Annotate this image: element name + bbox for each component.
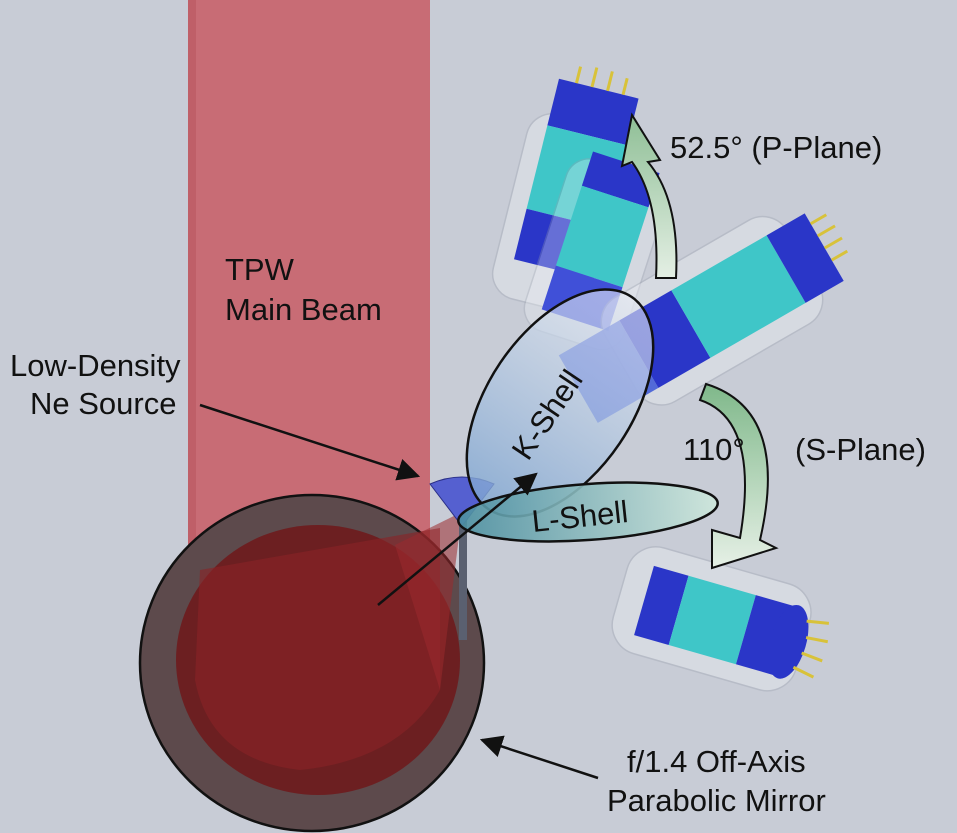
x-ray-detector-icon bbox=[611, 546, 830, 692]
s-plane-rotation-arrow bbox=[698, 382, 779, 570]
s-plane-angle-label: 110° bbox=[683, 432, 745, 467]
beam-label-line1: TPW bbox=[225, 252, 295, 287]
beam-edge-shade bbox=[188, 0, 196, 620]
source-label-line1: Low-Density bbox=[10, 348, 181, 383]
p-plane-rotation-arrow bbox=[620, 112, 678, 279]
mirror-label-line1: f/1.4 Off-Axis bbox=[627, 744, 806, 779]
source-label-line2: Ne Source bbox=[30, 386, 176, 421]
source-pointer-arrow bbox=[199, 403, 421, 481]
mirror-pointer-arrow bbox=[479, 735, 599, 780]
parabolic-mirror bbox=[138, 493, 486, 833]
s-plane-name-label: (S-Plane) bbox=[795, 432, 926, 467]
p-plane-label: 52.5° (P-Plane) bbox=[670, 130, 882, 165]
beam-focus-arrow bbox=[377, 472, 538, 606]
target-holder-rod bbox=[459, 520, 467, 640]
focus-cone bbox=[395, 512, 462, 690]
l-shell-lobe bbox=[457, 481, 719, 543]
mirror-label-line2: Parabolic Mirror bbox=[607, 783, 826, 818]
beam-label-line2: Main Beam bbox=[225, 292, 382, 327]
